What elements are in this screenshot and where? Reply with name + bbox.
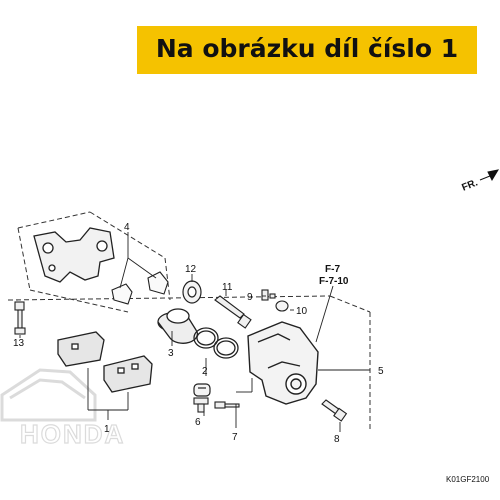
bleeder-screw bbox=[261, 289, 276, 301]
brake-pads bbox=[57, 331, 153, 393]
title-banner: Na obrázku díl číslo 1 bbox=[137, 26, 477, 74]
leader-lines bbox=[19, 232, 370, 432]
diagram-code: K01GF2100 bbox=[446, 475, 490, 484]
caliper-body bbox=[247, 321, 319, 405]
piston-seals bbox=[193, 327, 239, 359]
pin-bolt-11 bbox=[214, 295, 252, 329]
callout-7: 7 bbox=[232, 432, 238, 443]
bolt-13 bbox=[14, 301, 26, 335]
bleeder-cap bbox=[275, 300, 289, 312]
callout-2: 2 bbox=[202, 366, 208, 377]
callout-3: 3 bbox=[168, 348, 174, 359]
callout-9: 9 bbox=[247, 292, 253, 303]
callout-1: 1 bbox=[104, 424, 110, 435]
bracket-group-frame bbox=[17, 211, 171, 313]
callout-13: 13 bbox=[13, 338, 25, 349]
front-direction-indicator: FR. bbox=[460, 169, 500, 194]
boot-2 bbox=[193, 383, 211, 397]
reference-f7: F-7 bbox=[325, 264, 340, 275]
pad-springs bbox=[111, 271, 169, 305]
honda-watermark: HONDA bbox=[0, 368, 125, 450]
watermark-text: HONDA bbox=[20, 419, 125, 449]
callout-11: 11 bbox=[222, 282, 233, 293]
caliper-assembly-frame bbox=[7, 295, 371, 432]
reference-f7-10: F-7-10 bbox=[319, 276, 349, 287]
title-banner-text: Na obrázku díl číslo 1 bbox=[155, 34, 459, 63]
pin-boot-12 bbox=[182, 280, 202, 304]
callout-5: 5 bbox=[378, 366, 384, 377]
piston bbox=[157, 308, 199, 344]
callout-10: 10 bbox=[296, 306, 308, 317]
callout-12: 12 bbox=[185, 264, 197, 275]
front-arrow-icon bbox=[479, 169, 500, 182]
callout-6: 6 bbox=[195, 417, 201, 428]
front-label: FR. bbox=[460, 177, 479, 193]
caliper-bracket bbox=[33, 227, 115, 283]
pin-bolt-7 bbox=[214, 401, 240, 409]
reference-leader bbox=[315, 285, 334, 343]
bolt-8 bbox=[321, 399, 348, 422]
callout-4: 4 bbox=[124, 222, 130, 233]
pin-6 bbox=[193, 397, 209, 413]
callout-8: 8 bbox=[334, 434, 340, 445]
